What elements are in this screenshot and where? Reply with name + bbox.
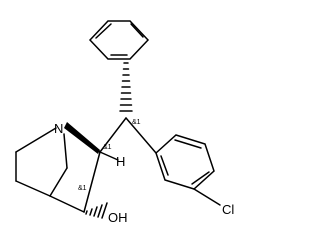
c2-wedge-bond [64, 122, 100, 154]
benzylic-aryl-bond [125, 117, 157, 154]
benzylic-c2-bond [99, 117, 127, 153]
c3-oh-hash-bond [85, 202, 108, 219]
stereo-label-benzylic: &1 [132, 119, 141, 126]
chlorophenyl-ring [155, 134, 221, 206]
chemical-structure: N H OH Cl &1 &1 &1 [15, 20, 234, 225]
stereo-label-c3: &1 [78, 185, 87, 192]
phenyl-ring [88, 20, 150, 60]
phenyl-benzylic-hash-bond [119, 62, 133, 112]
nitrogen-label: N [54, 121, 63, 136]
hydroxyl-label: OH [108, 210, 128, 225]
c2-h-bond [99, 151, 119, 161]
hydrogen-label: H [116, 154, 125, 169]
chlorine-label: Cl [222, 202, 234, 217]
stereo-label-c2: &1 [103, 144, 112, 151]
